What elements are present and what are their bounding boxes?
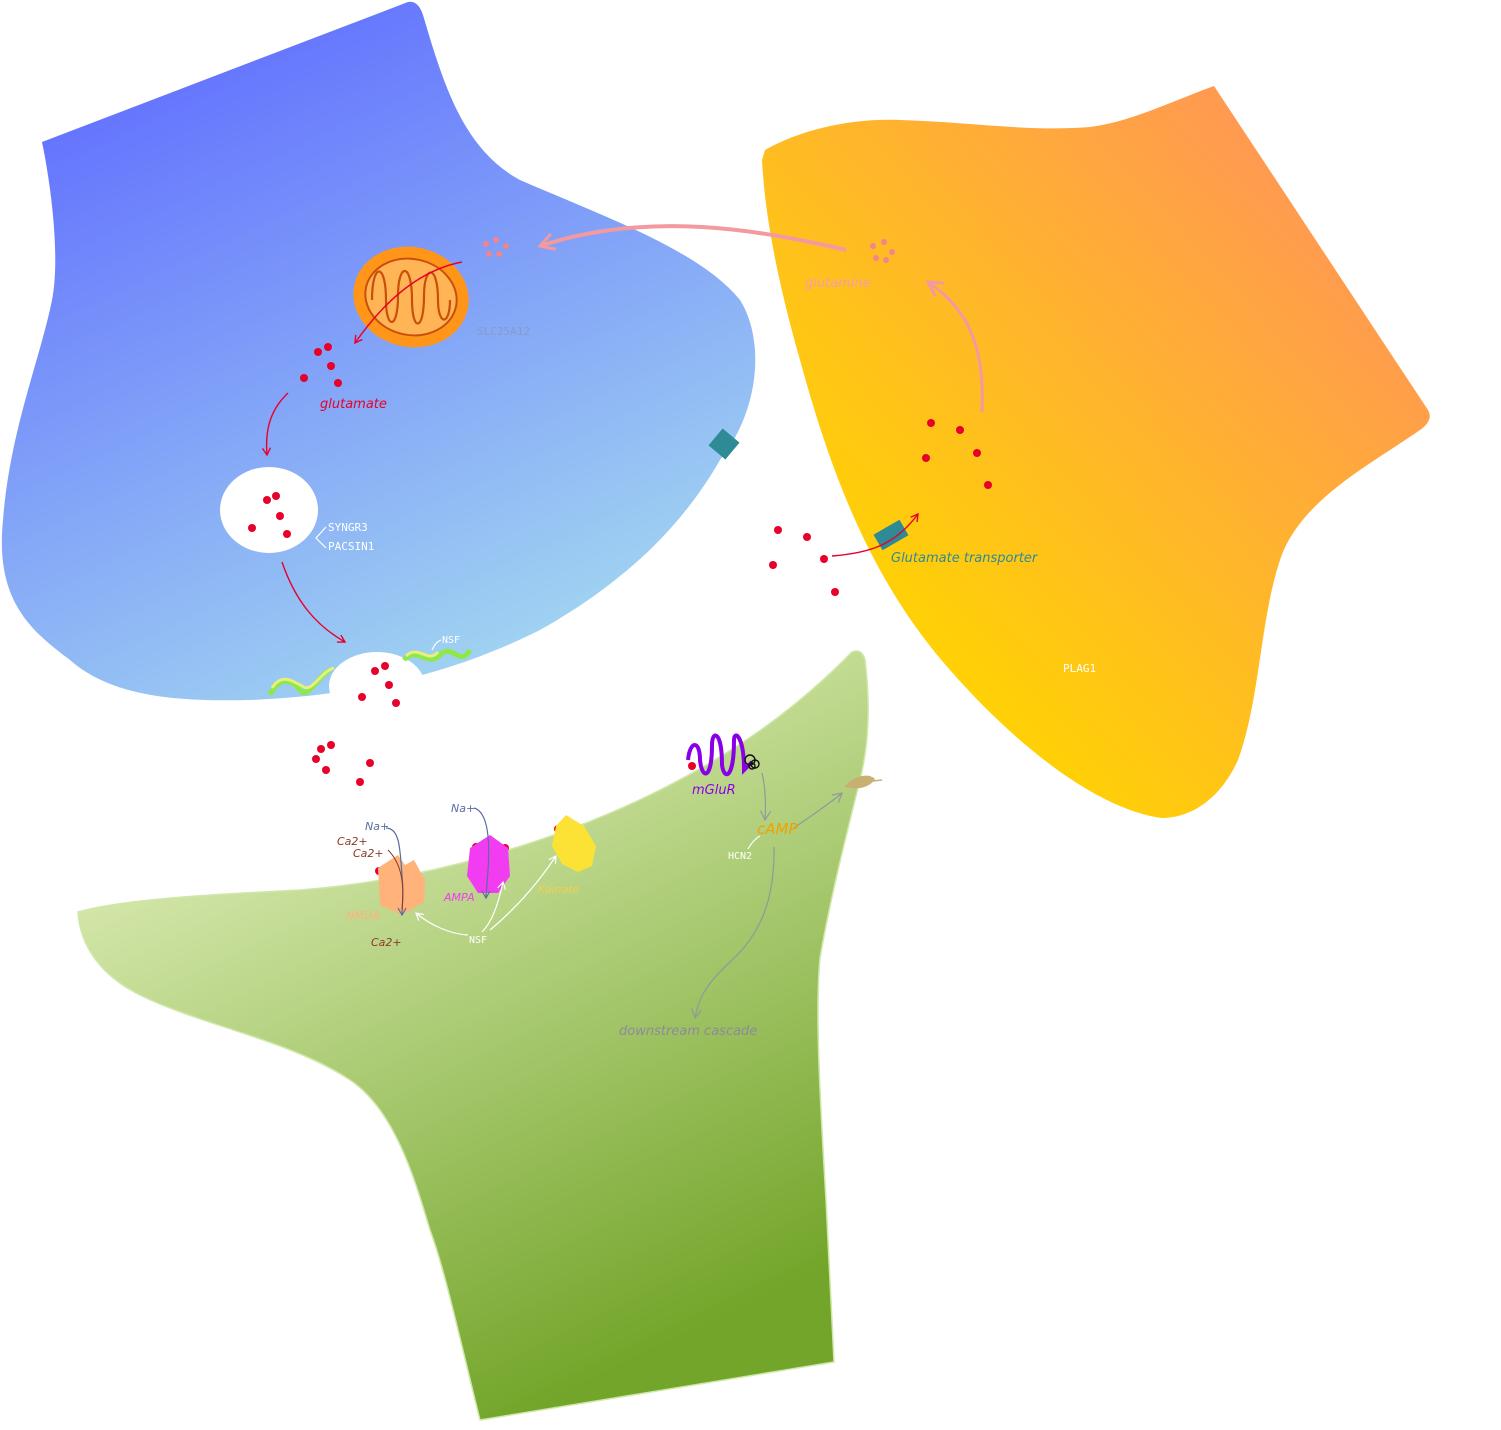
- nsf-to-ampa-arrow: [481, 880, 506, 933]
- glutamine-synthesis-arrow: [925, 280, 984, 413]
- downstream-cascade-label: downstream cascade: [619, 1024, 757, 1039]
- na-ampa-label: Na+: [451, 802, 475, 815]
- vesicle-to-membrane-arrow: [281, 561, 347, 643]
- pacsin1-label: PACSIN1: [328, 540, 374, 553]
- camp-to-effector-arrow: [793, 792, 843, 829]
- snare-coil-left-inner: [270, 666, 335, 690]
- synaptic-vesicle: [220, 467, 318, 553]
- mitochondrion: [353, 246, 469, 348]
- effector-icon: [844, 775, 883, 789]
- hcn2-label: HCN2: [728, 851, 752, 862]
- glutamine-dots-astrocyte: [870, 239, 895, 263]
- syngr3-label: SYNGR3: [328, 521, 368, 534]
- glutamate-transporter-astrocyte: [873, 519, 909, 551]
- mito-to-glutamate-arrow: [354, 261, 463, 345]
- ca-bottom-label: Ca2+: [371, 936, 402, 949]
- plag1-label: PLAG1: [1063, 662, 1096, 675]
- kainate-receptor: [552, 815, 596, 872]
- nsf-top-label: NSF: [442, 635, 460, 646]
- syngr3-connector: [315, 526, 327, 549]
- na-ampa-arrow: [473, 807, 491, 900]
- glutamate-to-vesicle-arrow: [261, 392, 289, 457]
- ca-nmda-arrow: [387, 849, 404, 911]
- presynaptic-neuron: [1, 1, 756, 701]
- nsf-to-nmda-arrow: [415, 912, 469, 936]
- hcn2-connector: [747, 835, 761, 850]
- kainate-label: Kainate: [538, 883, 580, 896]
- docked-vesicle: [329, 652, 425, 720]
- nsf-to-kainate-arrow: [489, 854, 557, 931]
- glutamate-transporter-label: Glutamate transporter: [891, 551, 1039, 566]
- ca-nmda-label-2: Ca2+: [353, 847, 384, 860]
- camp-label: cAMP: [757, 820, 798, 838]
- transporter-presynaptic: [708, 428, 740, 460]
- nmda-receptor: [378, 855, 425, 915]
- nsf-bottom-label: NSF: [469, 935, 487, 946]
- snare-coil-right-inner: [404, 650, 440, 658]
- g-protein-icon: [744, 754, 760, 770]
- na-nmda-label: Na+: [365, 820, 389, 833]
- camp-to-cascade-arrow: [690, 846, 775, 1020]
- mglur-label: mGluR: [692, 783, 736, 798]
- uptake-arrow: [831, 512, 919, 557]
- glutamate-label: glutamate: [320, 397, 387, 412]
- glutamine-dots-neuron: [483, 237, 509, 257]
- glutamine-label: glutamine: [805, 276, 871, 291]
- nsf-top-connector: [431, 639, 442, 651]
- glutamine-return-arrow: [537, 224, 847, 252]
- mglur-to-camp-arrow: [760, 772, 772, 822]
- astrocyte: [762, 86, 1430, 818]
- mglur-receptor: [686, 733, 754, 777]
- glutamate-dots: [248, 343, 992, 875]
- slc25a12-label: SLC25A12: [477, 325, 530, 338]
- nmda-label: NMDA: [346, 909, 380, 922]
- ampa-label: AMPA: [443, 891, 475, 904]
- postsynaptic-neuron: [77, 650, 870, 1421]
- ca-nmda-label-1: Ca2+: [337, 835, 368, 848]
- snare-coil-right: [402, 648, 473, 662]
